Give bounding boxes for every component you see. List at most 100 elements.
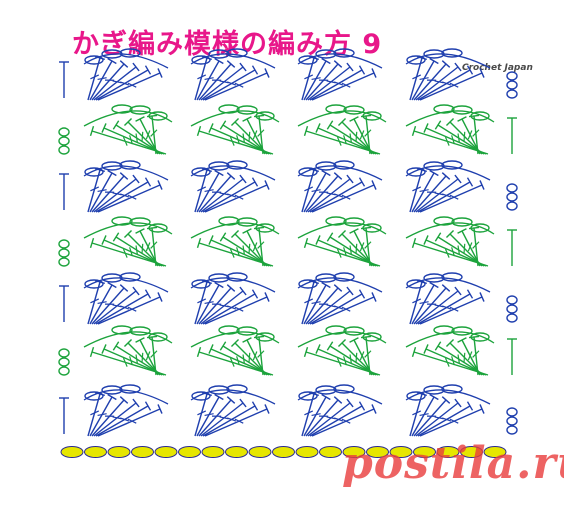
chain-stitch: [226, 160, 248, 170]
chain-stitch: [119, 160, 141, 170]
stitch-slash: [449, 418, 459, 424]
stitch-stem: [95, 293, 149, 325]
stitch-top-bar: [219, 120, 227, 130]
edge-stitch: [59, 173, 69, 210]
stitch-slash: [127, 82, 137, 88]
chain-stitch: [506, 192, 518, 202]
chain-arch: [83, 165, 169, 181]
stitch-top-bar: [214, 57, 224, 65]
stitch-slash: [364, 350, 372, 358]
stitch-stem: [198, 287, 232, 325]
stitch-slash: [242, 133, 245, 143]
chain-stitch: [298, 167, 318, 177]
stitch-top-bar: [466, 401, 474, 411]
fan-shell-blue: [83, 160, 169, 213]
chain-arch: [83, 53, 169, 69]
stitch-top-bar: [264, 180, 270, 190]
chain-stitch: [406, 55, 426, 65]
stitch-top-bar: [264, 292, 270, 302]
stitch-top-bar: [315, 344, 321, 354]
stitch-stem: [473, 227, 479, 267]
stitch-top-bar: [196, 347, 202, 357]
chain-stitch: [451, 217, 473, 227]
chain-stitch: [470, 111, 490, 121]
stitch-slash: [135, 133, 138, 143]
chain-arch: [297, 389, 383, 405]
stitch-slash: [467, 130, 473, 140]
fan-shell-blue: [405, 272, 491, 325]
stitch-top-bar: [445, 117, 455, 127]
stitch-top-bar: [429, 393, 439, 401]
stitch-slash: [120, 305, 130, 310]
stitch-stem: [309, 69, 363, 101]
stitch-top-bar: [144, 177, 152, 187]
stitch-top-bar: [454, 62, 462, 72]
chain-stitch: [413, 446, 436, 458]
stitch-top-bar: [321, 169, 331, 177]
chain-arch: [297, 53, 383, 69]
edge-stitch: [507, 117, 517, 154]
chain-stitch: [58, 348, 70, 358]
chain-stitch: [506, 425, 518, 435]
stitch-slash: [236, 135, 240, 145]
chain-stitch: [362, 223, 382, 233]
stitch-slash: [227, 193, 237, 198]
stitch-top-bar: [208, 123, 214, 133]
stitch-top-bar: [219, 232, 227, 242]
stitch-slash: [349, 245, 352, 255]
chain-stitch: [343, 326, 365, 336]
stitch-top-bar: [251, 401, 259, 411]
stitch-slash: [364, 129, 372, 137]
stitch-slash: [343, 135, 347, 145]
stitch-stem: [196, 172, 220, 213]
stitch-top-bar: [157, 68, 163, 78]
stitch-stem: [415, 178, 459, 213]
stitch-top-bar: [321, 57, 331, 65]
stitch-top-bar: [337, 229, 347, 239]
chain-stitch: [236, 105, 258, 115]
stitch-slash: [127, 306, 137, 312]
stitch-top-bar: [346, 174, 354, 184]
stitch-slash: [120, 193, 130, 198]
stitch-stem: [365, 227, 371, 267]
stitch-top-bar: [303, 238, 309, 248]
stitch-slash: [341, 418, 351, 424]
fan-shell-green: [405, 216, 495, 267]
stitch-slash: [463, 243, 466, 254]
stitch-slash: [442, 417, 452, 422]
stitch-top-bar: [196, 238, 202, 248]
chain-stitch: [191, 55, 211, 65]
stitch-top-bar: [132, 62, 140, 72]
stitch-slash: [451, 135, 455, 145]
fan-shell-blue: [83, 48, 169, 101]
stitch-slash: [90, 74, 100, 80]
stitch-slash: [234, 194, 244, 200]
stitch-top-bar: [132, 174, 140, 184]
stitch-top-bar: [333, 396, 343, 404]
chain-stitch: [298, 55, 318, 65]
chain-stitch: [333, 48, 355, 58]
chain-stitch: [119, 48, 141, 58]
stitch-top-bar: [466, 65, 474, 75]
stitch-top-bar: [107, 169, 117, 177]
chain-stitch: [433, 104, 455, 114]
chain-stitch: [148, 223, 168, 233]
chain-stitch: [433, 325, 455, 335]
stitch-top-bar: [89, 238, 95, 248]
stitch-slash: [127, 418, 137, 424]
stitch-top-bar: [349, 337, 359, 343]
stitch-top-bar: [358, 65, 366, 75]
stitch-slash: [311, 77, 321, 81]
stitch-top-bar: [346, 62, 354, 72]
fan-shell-blue: [83, 272, 169, 325]
chain-stitch: [58, 136, 70, 146]
stitch-stem: [95, 181, 149, 213]
stitch-stem: [307, 402, 351, 437]
stitch-stem: [202, 405, 256, 437]
stitch-top-bar: [371, 68, 377, 78]
stitch-slash: [90, 298, 100, 304]
stitch-slash: [141, 352, 144, 363]
stitch-top-bar: [112, 120, 120, 130]
stitch-top-bar: [429, 57, 439, 65]
